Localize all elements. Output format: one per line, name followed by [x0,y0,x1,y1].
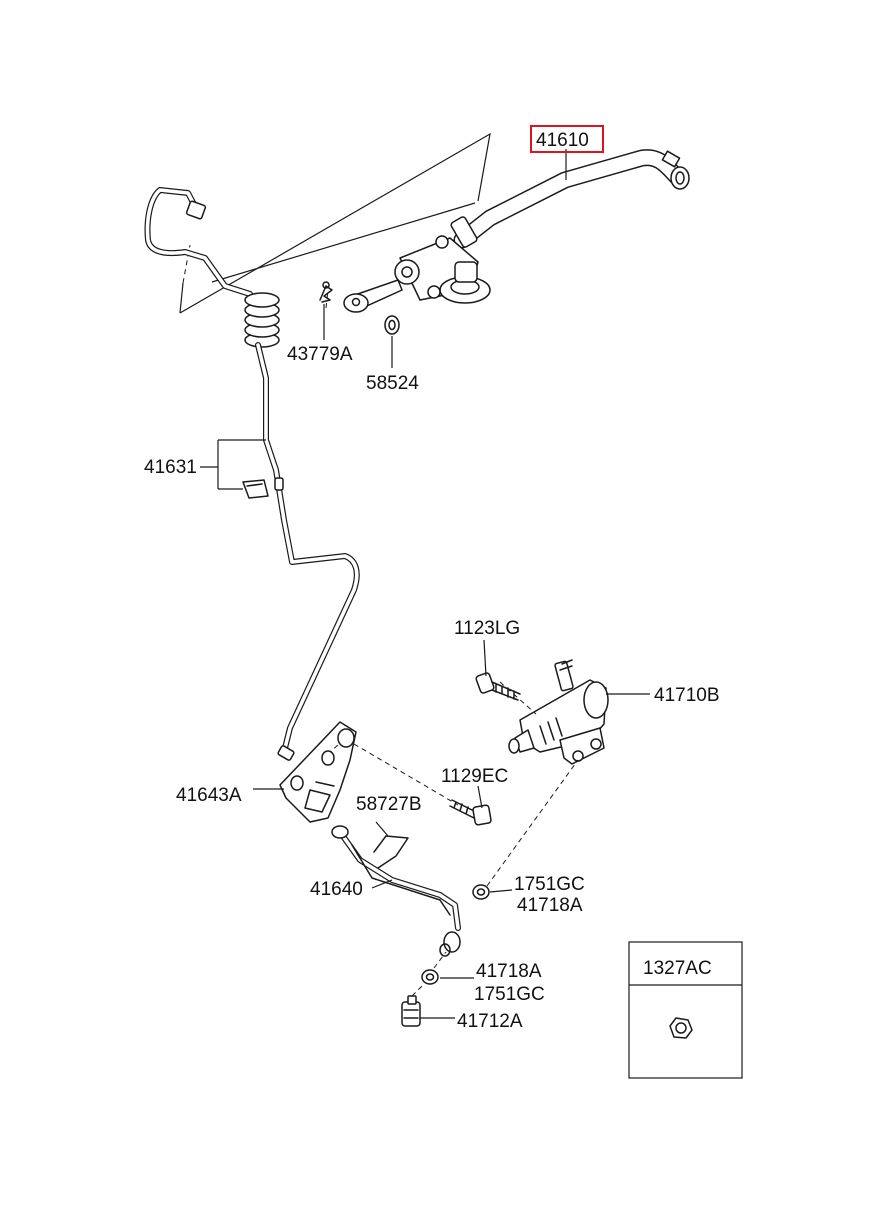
reference-plane [179,132,491,314]
label-41718A-upper[interactable]: 41718A [517,895,583,916]
release-cylinder-41710B[interactable] [508,659,609,765]
bolt-41712A[interactable] [401,995,421,1027]
clutch-tube-41631[interactable] [144,187,360,761]
label-58524[interactable]: 58524 [366,373,419,394]
nut-1327AC [669,1017,693,1039]
clip-58727B[interactable] [373,835,409,869]
label-1123LG[interactable]: 1123LG [454,618,520,639]
label-1129EC[interactable]: 1129EC [441,766,508,787]
label-1751GC-lower[interactable]: 1751GC [474,984,545,1005]
label-41712A[interactable]: 41712A [457,1011,523,1032]
alignment-lines [325,289,579,997]
label-41710B[interactable]: 41710B [654,685,720,706]
bolt-1123LG[interactable] [475,672,521,701]
washer-41718A-upper[interactable] [472,884,490,900]
label-41610[interactable]: 41610 [536,130,589,151]
clip-43779A[interactable] [319,281,333,303]
leader-lines [253,149,567,1019]
label-41631[interactable]: 41631 [144,457,197,478]
label-1751GC-upper[interactable]: 1751GC [514,874,585,895]
bolt-1129EC[interactable] [449,799,492,826]
washer-41718A-lower[interactable] [421,969,439,985]
label-1327AC: 1327AC [643,958,712,979]
inset-1327AC[interactable]: 1327AC [628,941,743,1079]
label-41643A[interactable]: 41643A [176,785,242,806]
clutch-hose-41640[interactable] [331,825,461,957]
highlight-box-41610 [530,125,604,153]
label-58727B[interactable]: 58727B [356,794,422,815]
leader-41631 [200,439,266,490]
washer-58524[interactable] [384,315,400,335]
label-41718A-lower[interactable]: 41718A [476,961,542,982]
bracket-41643A[interactable] [279,721,357,823]
label-43779A[interactable]: 43779A [287,344,353,365]
label-41640[interactable]: 41640 [310,879,363,900]
clutch-master-cylinder-41610[interactable] [343,149,690,313]
